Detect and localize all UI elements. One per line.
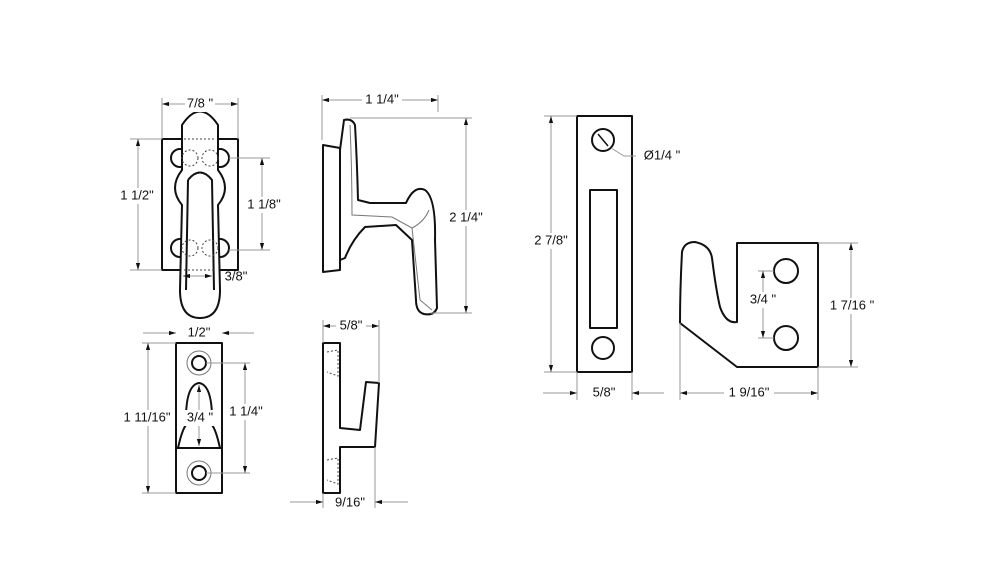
dimension-label-lever-width: 3/8" [225,268,248,283]
latch-side-view: 1 1/4" 2 1/4" [321,91,486,316]
dimension-label-hole-spacing: 1 1/8" [247,196,281,211]
dimension-label-height: 2 7/8" [534,232,568,247]
latch-lever [174,110,226,319]
keeper-side-view: 5/8" 9/16" [290,317,408,509]
mounting-hole-top [773,258,799,284]
dimension-label-height: 1 1/2" [120,187,154,202]
strike-plate-view: 2 7/8" Ø1/4 " 5/8" [530,115,681,400]
dimension-label-width: 7/8 " [187,95,214,110]
dimension-label-base: 9/16" [335,494,365,509]
mounting-hole-bottom [773,325,799,351]
dimension-label-height: 2 1/4" [449,209,483,224]
screw-slot-icon [597,133,609,147]
keeper-side-hook [322,342,380,494]
latch-side-base [322,144,341,273]
dimension-label-depth: 1 1/4" [365,91,399,106]
dimension-label-depth: 5/8" [340,317,363,332]
dimension-label-height: 1 7/16 " [830,297,875,312]
dimension-label-width: 1 9/16" [729,384,770,399]
dimension-label-height: 1 11/16" [123,409,170,424]
dimension-label-opening: 3/4 " [187,409,214,424]
strike-slot [589,189,618,329]
screw-hole-bottom [591,336,615,360]
dimension-label-width: 5/8" [593,384,616,399]
dimension-label-hole-spacing: 3/4 " [750,291,777,306]
dimension-label-width: 1/2" [188,324,211,339]
dimension-label-hole-diameter: Ø1/4 " [644,147,681,162]
hook-plate-view: 3/4 " 1 7/16 " 1 9/16" [679,241,878,401]
dimension-label-hole-spacing: 1 1/4" [229,403,263,418]
latch-front-view: 7/8 " 1 1/2" 1 1/8" 3/8" [118,95,284,319]
keeper-front-view: 1/2" 1 11/16" 1 1/4" 3/4 " [122,324,266,494]
